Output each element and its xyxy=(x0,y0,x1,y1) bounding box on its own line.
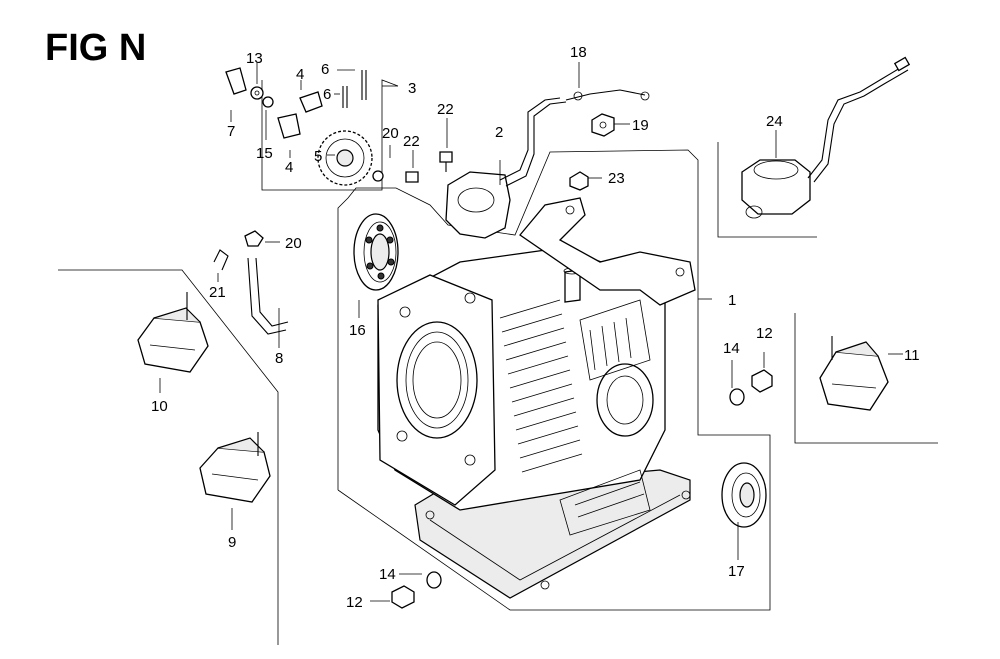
callout-19: 19 xyxy=(632,117,649,134)
callout-4-top: 4 xyxy=(296,66,304,83)
callout-11: 11 xyxy=(904,347,920,364)
callout-6-top: 6 xyxy=(321,61,329,78)
crankcase xyxy=(377,197,696,599)
callout-6-middle: 6 xyxy=(323,86,331,103)
callout-2: 2 xyxy=(495,124,503,141)
callout-8: 8 xyxy=(275,350,283,367)
callout-16: 16 xyxy=(349,322,366,339)
callout-14-right: 14 xyxy=(723,340,740,357)
callout-1: 1 xyxy=(728,292,736,309)
callout-24: 24 xyxy=(766,113,783,130)
callout-18: 18 xyxy=(570,44,587,61)
callout-9: 9 xyxy=(228,534,236,551)
engine-mount-11 xyxy=(819,336,889,411)
callout-4-bottom: 4 xyxy=(285,159,293,176)
callout-20-middle: 20 xyxy=(285,235,302,252)
group-boundaries xyxy=(58,79,938,645)
callout-23: 23 xyxy=(608,170,625,187)
callout-13: 13 xyxy=(246,50,263,67)
callout-5: 5 xyxy=(314,148,322,165)
figure-title: FIG N xyxy=(45,27,146,69)
callout-17: 17 xyxy=(728,563,745,580)
callout-21: 21 xyxy=(209,284,226,301)
leader-lines xyxy=(159,62,903,602)
callout-numbers: 1 2 3 4 4 5 6 6 7 8 9 10 11 12 12 13 14 … xyxy=(151,44,920,611)
callout-3: 3 xyxy=(408,80,416,97)
callout-15: 15 xyxy=(256,145,273,162)
oil-sensor-unit xyxy=(741,56,911,219)
oil-seal xyxy=(721,462,767,528)
callout-20-top: 20 xyxy=(382,125,399,142)
callout-12-right: 12 xyxy=(756,325,773,342)
callout-7: 7 xyxy=(227,123,235,140)
engine-mount-10 xyxy=(137,292,209,373)
governor-assembly xyxy=(225,67,384,186)
callout-22-left: 22 xyxy=(437,101,454,118)
oil-level-switch xyxy=(445,89,650,239)
bearing xyxy=(353,213,399,291)
callout-22-right: 22 xyxy=(403,133,420,150)
hardware xyxy=(213,113,773,609)
engine-mount-9 xyxy=(199,432,271,503)
callout-10: 10 xyxy=(151,398,168,415)
callout-12-bottom: 12 xyxy=(346,594,363,611)
callout-14-bottom: 14 xyxy=(379,566,396,583)
